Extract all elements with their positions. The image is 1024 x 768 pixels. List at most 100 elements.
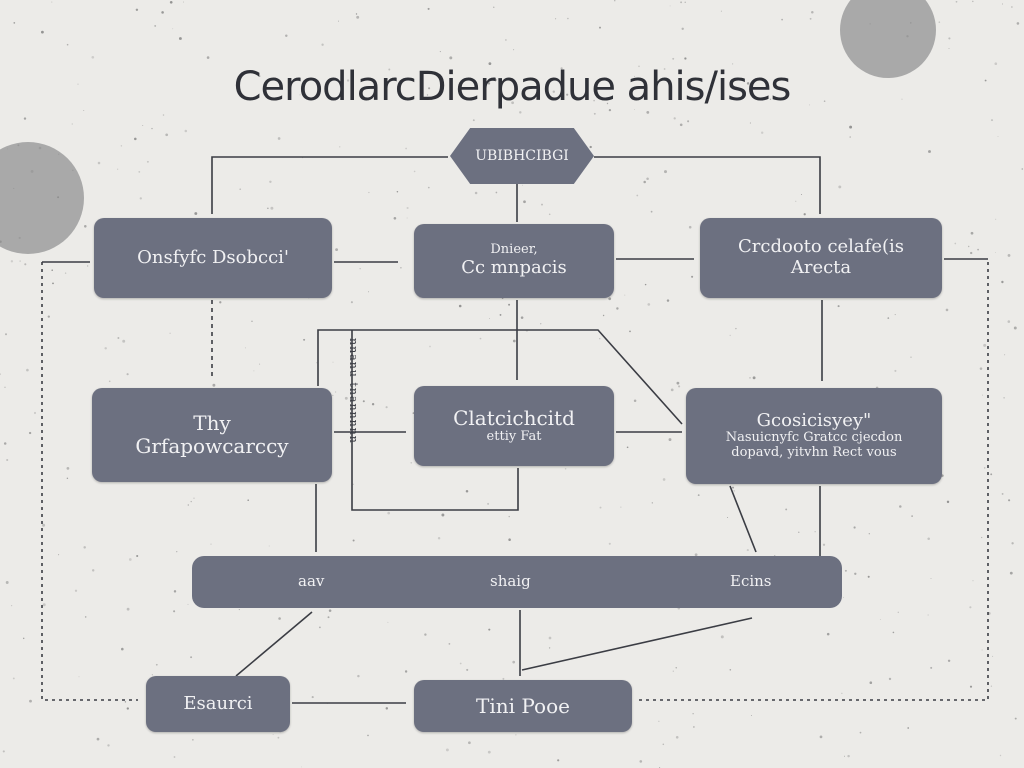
speckle-dot bbox=[508, 515, 510, 518]
speckle-dot bbox=[502, 677, 505, 680]
speckle-dot bbox=[58, 554, 60, 556]
speckle-dot bbox=[429, 345, 431, 348]
speckle-dot bbox=[522, 184, 523, 186]
speckle-dot bbox=[489, 318, 490, 319]
speckle-dot bbox=[512, 339, 516, 343]
speckle-dot bbox=[651, 502, 653, 504]
speckle-dot bbox=[84, 225, 87, 228]
speckle-dot bbox=[899, 505, 902, 508]
speckle-dot bbox=[51, 1, 53, 3]
speckle-dot bbox=[662, 478, 666, 481]
speckle-dot bbox=[277, 137, 281, 140]
speckle-dot bbox=[270, 206, 274, 210]
speckle-dot bbox=[368, 291, 370, 293]
diagram-title: CerodlarcDierpadue ahis/ises bbox=[233, 64, 792, 110]
speckle-dot bbox=[413, 170, 416, 173]
speckle-dot bbox=[247, 499, 250, 502]
speckle-dot bbox=[182, 1, 184, 3]
speckle-dot bbox=[210, 543, 212, 545]
speckle-dot bbox=[684, 1, 686, 3]
speckle-dot bbox=[487, 502, 490, 505]
speckle-dot bbox=[277, 736, 280, 739]
speckle-dot bbox=[458, 304, 462, 308]
speckle-dot bbox=[57, 196, 60, 199]
speckle-dot bbox=[38, 146, 42, 150]
speckle-dot bbox=[359, 268, 361, 270]
speckle-dot bbox=[681, 27, 684, 30]
speckle-dot bbox=[859, 731, 862, 734]
speckle-dot bbox=[561, 90, 563, 93]
speckle-dot bbox=[838, 185, 842, 189]
speckle-dot bbox=[385, 707, 389, 710]
speckle-dot bbox=[894, 314, 896, 316]
speckle-dot bbox=[720, 10, 722, 12]
speckle-dot bbox=[675, 736, 679, 739]
speckle-dot bbox=[427, 7, 430, 10]
speckle-dot bbox=[854, 572, 857, 575]
speckle-dot bbox=[672, 57, 675, 60]
speckle-dot bbox=[194, 212, 198, 215]
speckle-dot bbox=[995, 251, 997, 253]
speckle-dot bbox=[299, 94, 301, 96]
speckle-dot bbox=[505, 39, 507, 41]
node-r1-left: Onsfyfc Dsobcci' bbox=[94, 218, 332, 298]
node-r2-mid-line2: ettiy Fat bbox=[486, 429, 542, 445]
bar-label-left: aav bbox=[298, 572, 325, 590]
speckle-dot bbox=[404, 670, 408, 673]
speckle-dot bbox=[842, 596, 844, 598]
speckle-dot bbox=[511, 101, 514, 105]
speckle-dot bbox=[154, 24, 157, 27]
speckle-dot bbox=[42, 523, 46, 527]
speckle-dot bbox=[138, 171, 141, 173]
node-r1-left-label: Onsfyfc Dsobcci' bbox=[137, 246, 289, 268]
speckle-dot bbox=[272, 734, 274, 735]
speckle-dot bbox=[328, 609, 332, 612]
speckle-dot bbox=[187, 603, 189, 605]
speckle-dot bbox=[206, 56, 210, 59]
speckle-dot bbox=[393, 216, 397, 220]
speckle-dot bbox=[593, 99, 595, 102]
speckle-dot bbox=[72, 169, 74, 171]
speckle-dot bbox=[22, 637, 25, 640]
speckle-dot bbox=[239, 188, 242, 191]
speckle-dot bbox=[449, 56, 453, 60]
speckle-dot bbox=[24, 263, 27, 266]
edge-bar-right-to-bottom-mid bbox=[521, 617, 753, 671]
speckle-dot bbox=[749, 377, 751, 379]
speckle-dot bbox=[396, 190, 399, 193]
speckle-dot bbox=[135, 8, 139, 12]
speckle-dot bbox=[599, 338, 601, 340]
speckle-dot bbox=[466, 668, 469, 671]
speckle-dot bbox=[193, 497, 195, 499]
speckle-dot bbox=[990, 119, 994, 122]
speckle-dot bbox=[822, 543, 826, 546]
speckle-dot bbox=[837, 305, 840, 308]
speckle-dot bbox=[472, 119, 475, 122]
speckle-dot bbox=[947, 659, 951, 663]
node-top-hexagon: UBIBHCIBGI bbox=[450, 128, 594, 184]
speckle-dot bbox=[77, 83, 79, 85]
speckle-dot bbox=[120, 145, 123, 147]
speckle-dot bbox=[212, 383, 216, 387]
speckle-dot bbox=[493, 6, 495, 8]
speckle-dot bbox=[979, 367, 983, 370]
speckle-dot bbox=[523, 200, 526, 204]
speckle-dot bbox=[930, 666, 933, 669]
speckle-dot bbox=[352, 483, 354, 485]
speckle-dot bbox=[488, 62, 492, 65]
speckle-dot bbox=[19, 260, 21, 262]
speckle-dot bbox=[169, 332, 171, 334]
speckle-dot bbox=[83, 546, 86, 549]
speckle-dot bbox=[499, 313, 502, 316]
speckle-dot bbox=[668, 438, 672, 442]
speckle-dot bbox=[187, 504, 189, 506]
speckle-dot bbox=[984, 79, 987, 82]
speckle-dot bbox=[972, 580, 974, 582]
speckle-dot bbox=[412, 412, 415, 414]
speckle-dot bbox=[969, 685, 973, 688]
speckle-dot bbox=[355, 13, 358, 15]
node-bottom-left: Esaurci bbox=[146, 676, 290, 732]
speckle-dot bbox=[662, 743, 665, 746]
speckle-dot bbox=[970, 251, 973, 255]
